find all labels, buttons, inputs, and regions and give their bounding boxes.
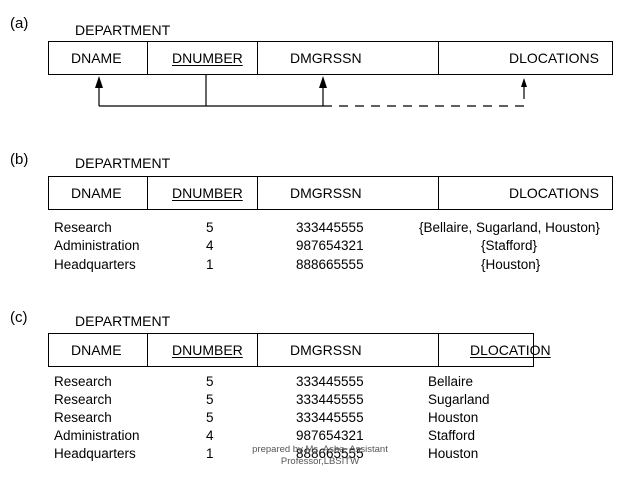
arrowhead-dlocations	[521, 78, 527, 87]
relation-name-a: DEPARTMENT	[75, 22, 171, 38]
watermark-line-2: Professor,LBSITW	[280, 456, 360, 467]
column-dmgrssn-b: DMGRSSN	[258, 177, 439, 209]
column-dlocations-b: DLOCATIONS	[509, 185, 599, 201]
column-dlocations-a: DLOCATIONS	[509, 50, 599, 66]
relation-name-c: DEPARTMENT	[75, 313, 171, 329]
column-dnumber-b: DNUMBER	[148, 177, 258, 209]
column-dnumber-c: DNUMBER	[148, 334, 258, 366]
section-c-label: (c)	[10, 309, 28, 326]
schema-box-a: DNAME DNUMBER DMGRSSN DLOCATIONS	[48, 41, 613, 75]
column-dnumber-a: DNUMBER	[148, 42, 258, 74]
schema-box-b: DNAME DNUMBER DMGRSSN DLOCATIONS	[48, 176, 613, 210]
column-dname-a: DNAME	[49, 42, 148, 74]
column-dname-c: DNAME	[49, 334, 148, 366]
watermark-line-1: prepared by Ms. Asha, Assistant	[252, 444, 388, 455]
watermark: prepared by Ms. Asha, Assistant Professo…	[250, 444, 390, 468]
schema-box-c: DNAME DNUMBER DMGRSSN DLOCATION	[48, 333, 551, 367]
section-b-label: (b)	[10, 151, 29, 168]
column-dmgrssn-a: DMGRSSN	[258, 42, 439, 74]
arrowhead-dname	[95, 76, 103, 88]
column-dmgrssn-c: DMGRSSN	[258, 334, 439, 366]
relation-name-b: DEPARTMENT	[75, 155, 171, 171]
column-dlocation-c: DLOCATION	[470, 342, 551, 358]
section-a-label: (a)	[10, 15, 29, 32]
arrowhead-dmgrssn	[319, 76, 327, 88]
column-dname-b: DNAME	[49, 177, 148, 209]
